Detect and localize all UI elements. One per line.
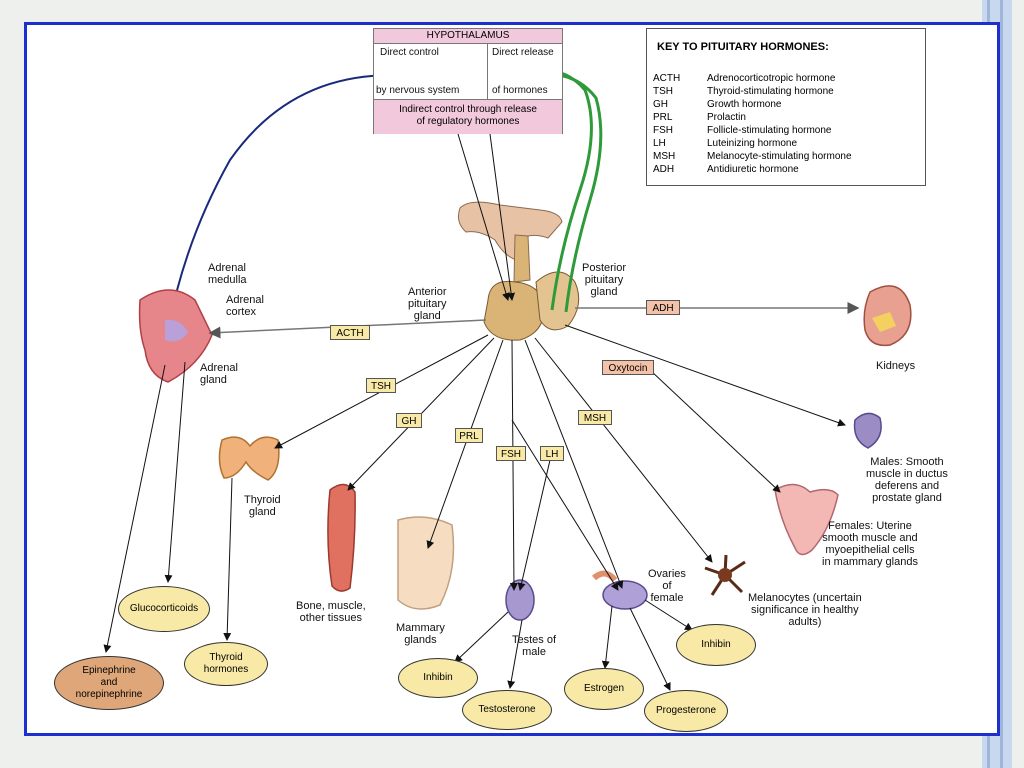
prostate-shape bbox=[853, 412, 882, 449]
tag-oxytocin: Oxytocin bbox=[602, 360, 654, 375]
arrow-oxytocin-male bbox=[564, 324, 846, 427]
oval-progesterone: Progesterone bbox=[644, 690, 728, 732]
hypothalamus-tissue bbox=[458, 201, 563, 263]
arrow-estrogen bbox=[601, 605, 613, 669]
tag-tsh: TSH bbox=[366, 378, 396, 393]
indirect-line-1 bbox=[457, 133, 510, 301]
arrow-oxytocin-female bbox=[649, 369, 781, 493]
arrow-inhibin-female bbox=[644, 599, 693, 631]
mammary-shape bbox=[397, 516, 455, 610]
pituitary-stalk bbox=[513, 234, 531, 283]
arrow-testosterone bbox=[507, 619, 523, 689]
hypothalamus-box: HYPOTHALAMUS Direct control by nervous s… bbox=[373, 28, 563, 134]
direct-control-top: Direct control bbox=[380, 47, 439, 58]
arrow-lh-ovary bbox=[524, 339, 624, 589]
indirect-line-2 bbox=[489, 133, 516, 301]
oval-inhibin-female: Inhibin bbox=[676, 624, 756, 666]
neurosecretory-tract-2 bbox=[521, 72, 603, 313]
muscle-shape bbox=[327, 483, 356, 592]
arrow-fsh-ovary bbox=[511, 419, 619, 591]
adrenal-medulla-shape bbox=[165, 319, 188, 342]
arrow-msh bbox=[534, 337, 713, 563]
direct-release-bottom: of hormones bbox=[492, 85, 548, 96]
tag-lh: LH bbox=[540, 446, 564, 461]
ovary-shape bbox=[602, 580, 648, 610]
indirect-control-box: Indirect control through release of regu… bbox=[374, 99, 562, 134]
indirect-line-1-text: Indirect control through release bbox=[399, 104, 537, 115]
oval-inhibin-male: Inhibin bbox=[398, 658, 478, 698]
arrow-inhibin-male bbox=[454, 611, 509, 663]
hypothalamus-title: HYPOTHALAMUS bbox=[374, 29, 562, 44]
anterior-pituitary-shape bbox=[483, 280, 545, 341]
thyroid-shape bbox=[218, 436, 280, 481]
direct-control-bottom: by nervous system bbox=[376, 85, 460, 96]
tag-prl: PRL bbox=[455, 428, 483, 443]
oval-estrogen: Estrogen bbox=[564, 668, 644, 710]
uterus-shape bbox=[774, 483, 839, 556]
tag-acth: ACTH bbox=[330, 325, 370, 340]
tag-msh: MSH bbox=[578, 410, 612, 425]
tag-fsh: FSH bbox=[496, 446, 526, 461]
key-title: KEY TO PITUITARY HORMONES: bbox=[657, 41, 829, 53]
oval-glucocorticoids: Glucocorticoids bbox=[118, 586, 210, 632]
indirect-line-2-text: of regulatory hormones bbox=[416, 116, 520, 127]
arrow-thyroid-hormones bbox=[223, 477, 233, 641]
arrow-epinephrine bbox=[103, 364, 166, 653]
bone-muscle-label: Bone, muscle,other tissues bbox=[296, 600, 366, 624]
arrow-fsh-testis bbox=[509, 339, 518, 591]
tag-gh: GH bbox=[396, 413, 422, 428]
testis-shape bbox=[505, 579, 535, 621]
arrow-progesterone bbox=[629, 607, 671, 691]
arrow-glucocorticoids bbox=[164, 361, 186, 583]
arrow-prl bbox=[426, 339, 504, 549]
nerve-to-adrenal bbox=[167, 74, 429, 331]
arrow-lh-testis bbox=[517, 459, 551, 591]
direct-release-top: Direct release bbox=[492, 47, 554, 58]
kidneys-label: Kidneys bbox=[876, 360, 916, 372]
tag-adh: ADH bbox=[646, 300, 680, 315]
oval-testosterone: Testosterone bbox=[462, 690, 552, 730]
